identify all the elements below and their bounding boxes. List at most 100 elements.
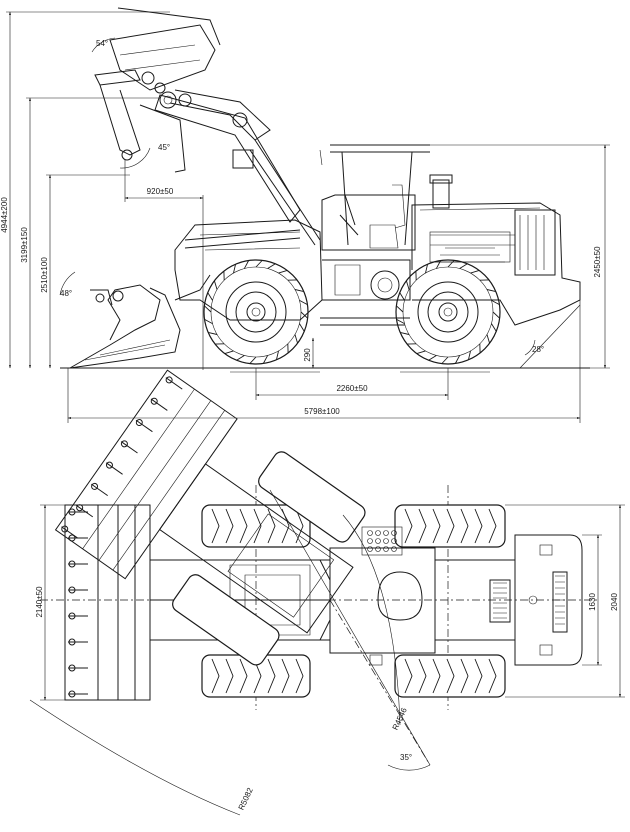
tread-chevron <box>267 508 276 544</box>
bucket-tooth-tip <box>68 664 76 672</box>
tread-mark <box>425 264 429 274</box>
bucket-tooth-tip <box>150 397 158 405</box>
bucket-tooth <box>165 377 183 390</box>
tread-mark <box>486 334 491 344</box>
bucket-tooth-tip <box>61 525 69 533</box>
label-overall-width: 2040 <box>610 593 619 611</box>
tread-mark <box>262 355 269 364</box>
bucket-tooth <box>150 398 168 411</box>
tread-mark <box>267 263 276 269</box>
tread-mark <box>405 280 410 290</box>
tread-chevron <box>460 508 469 544</box>
tread-chevron <box>418 508 427 544</box>
label-track: 1630 <box>588 593 597 611</box>
rear-wheel <box>395 259 501 365</box>
tread-mark <box>441 356 449 364</box>
label-overall-length: 5798±100 <box>304 407 340 416</box>
arc-dump <box>91 37 116 53</box>
label-clearance: 290 <box>303 348 312 362</box>
label-wheelbase: 2260±50 <box>336 384 368 393</box>
rear-body-top <box>329 526 583 666</box>
label-radius-outer: R5082 <box>237 786 255 812</box>
label-cab-height: 2450±50 <box>593 246 602 278</box>
tread-chevron <box>474 508 483 544</box>
tread-mark <box>396 318 405 325</box>
tread-mark <box>486 289 496 293</box>
tread-chevron <box>225 658 234 694</box>
bucket-tooth <box>76 505 94 518</box>
bucket-tooth-tip <box>68 560 76 568</box>
tread-chevron <box>225 508 234 544</box>
tread-mark <box>400 331 410 335</box>
loader-arm-raised <box>94 7 321 246</box>
arc-departure <box>524 339 536 356</box>
label-radius-inner: R4546 <box>391 706 409 732</box>
tread-mark <box>454 355 461 364</box>
label-angle-rollback: 45° <box>158 143 170 152</box>
bucket-tooth-tip <box>120 440 128 448</box>
tread-mark <box>491 299 500 306</box>
tread-mark <box>249 356 257 364</box>
bucket-tooth-tip <box>165 376 173 384</box>
lift-cylinder <box>184 229 301 249</box>
tread-chevron <box>404 508 413 544</box>
tread-mark <box>224 350 234 355</box>
tread-mark <box>467 350 471 360</box>
top-view: 2140±50 1630 2040 R4546 R5082 35° <box>29 369 625 816</box>
tread-mark <box>208 331 218 335</box>
tread-mark <box>236 355 245 361</box>
tread-mark <box>213 280 218 290</box>
bucket-tooth <box>105 462 123 475</box>
front-wheel <box>203 259 309 365</box>
side-view: 4944±200 3199±150 2510±100 2450±50 920±5… <box>0 7 610 423</box>
label-angle-dump: 54° <box>96 39 108 48</box>
tread-mark <box>294 334 299 344</box>
label-total-height: 4944±200 <box>0 197 9 233</box>
tread-mark <box>396 305 404 313</box>
cab <box>319 144 430 251</box>
arc-rollback <box>119 147 151 169</box>
tread-chevron <box>488 508 497 544</box>
tread-chevron <box>239 508 248 544</box>
label-dump-height: 3199±150 <box>20 227 29 263</box>
tread-chevron <box>295 658 304 694</box>
tread-chevron <box>446 658 455 694</box>
tread-mark <box>299 323 305 332</box>
tread-mark <box>299 299 308 306</box>
arc-ground <box>59 271 76 296</box>
tread-mark <box>207 292 213 301</box>
label-angle-ground: 48° <box>60 289 72 298</box>
tread-mark <box>470 269 480 274</box>
tread-chevron <box>239 658 248 694</box>
bucket-tooth-tip <box>135 419 143 427</box>
arc-inner-radius <box>342 514 401 726</box>
label-angle-departure: 28° <box>532 345 544 354</box>
tread-mark <box>278 269 288 274</box>
tread-chevron <box>418 658 427 694</box>
tread-mark <box>233 264 237 274</box>
tread-mark <box>204 318 213 325</box>
bucket-tooth-tip <box>76 504 84 512</box>
tread-mark <box>459 263 468 269</box>
tread-mark <box>399 292 405 301</box>
bucket-lowered <box>69 274 211 369</box>
tread-chevron <box>211 508 220 544</box>
bucket-tooth <box>91 483 108 497</box>
bucket-tooth-tip <box>68 612 76 620</box>
tread-chevron <box>460 658 469 694</box>
tread-mark <box>492 311 500 319</box>
tread-mark <box>428 355 437 361</box>
tread-chevron <box>281 658 290 694</box>
bucket-tooth <box>61 526 79 539</box>
tread-chevron <box>267 658 276 694</box>
bucket-tooth-tip <box>68 638 76 646</box>
tread-chevron <box>211 658 220 694</box>
arc-outer-radius <box>29 699 241 816</box>
bucket-turned <box>54 369 366 666</box>
tread-mark <box>447 260 455 268</box>
tread-chevron <box>446 508 455 544</box>
tread-mark <box>300 311 308 319</box>
tread-mark <box>243 260 250 269</box>
tread-chevron <box>253 508 262 544</box>
